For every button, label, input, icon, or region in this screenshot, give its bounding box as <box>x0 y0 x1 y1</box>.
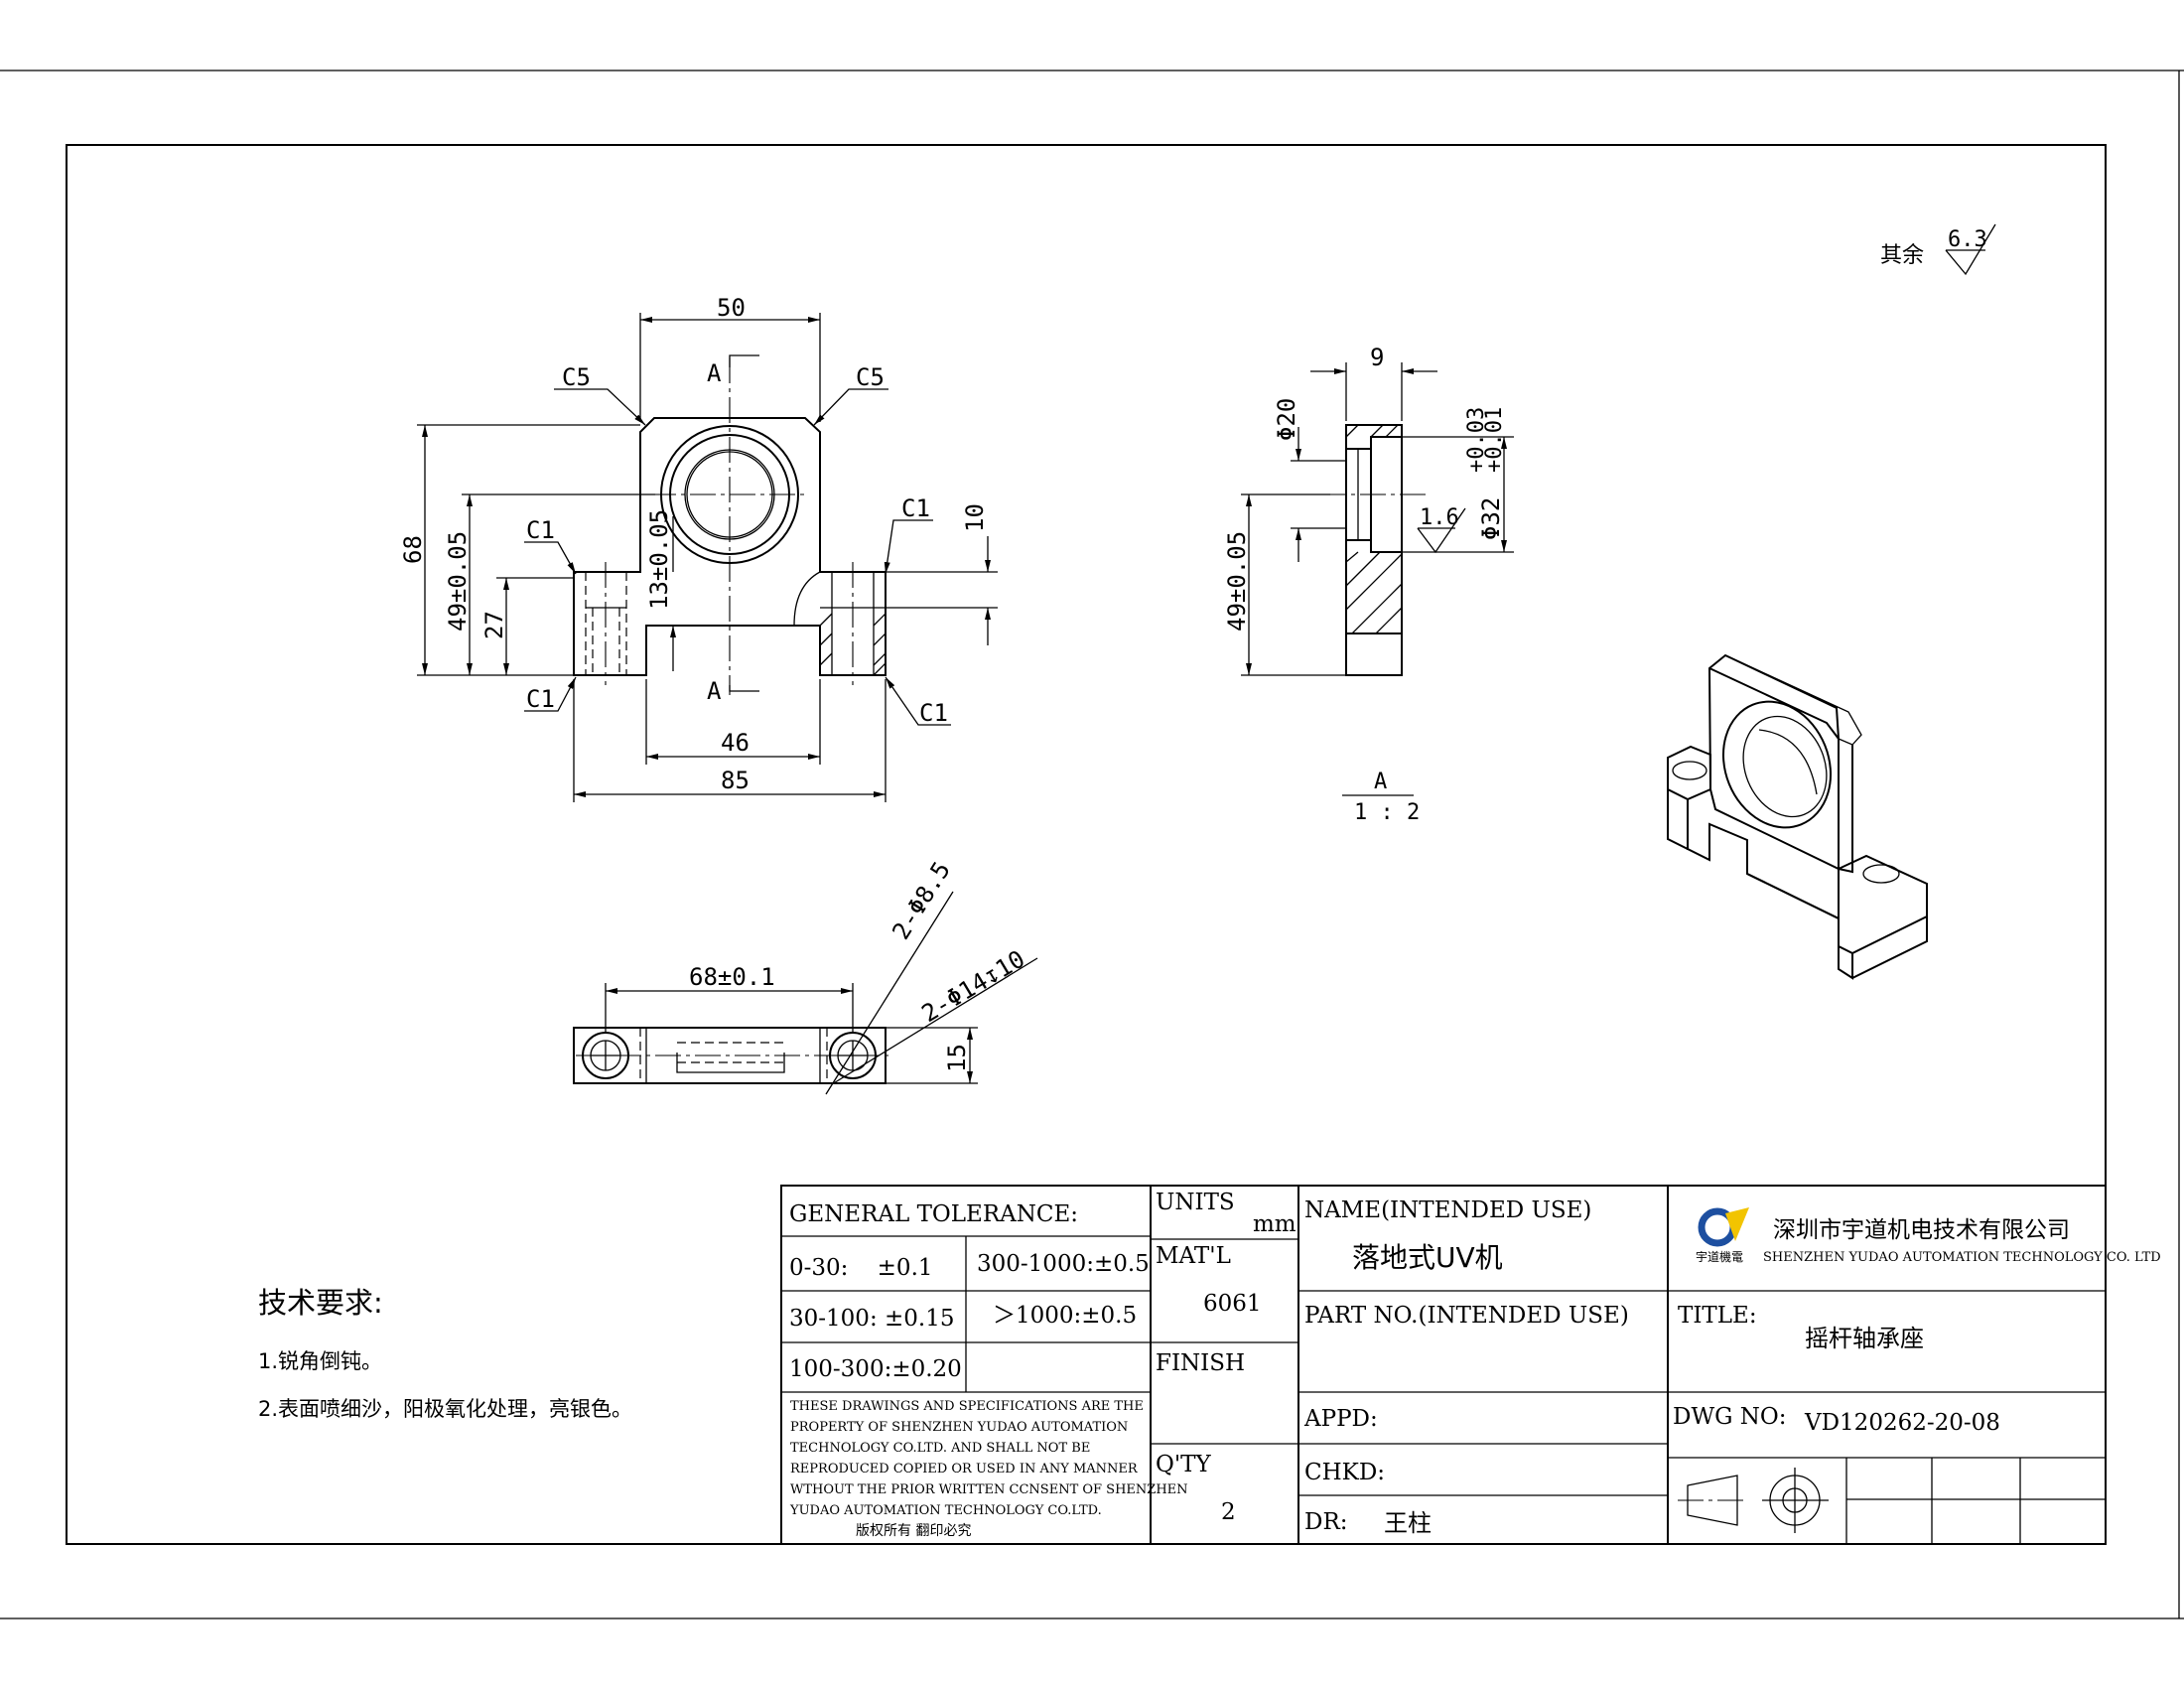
roughness-symbol <box>1945 223 1996 276</box>
section-letter-bottom: A <box>707 677 722 705</box>
dwg-no-value: VD120262-20-08 <box>1804 1410 2000 1436</box>
tech-req-item-2: 2.表面喷细沙，阳极氧化处理，亮银色。 <box>258 1397 632 1421</box>
copyright-line-4: REPRODUCED COPIED OR USED IN ANY MANNER <box>790 1462 1139 1476</box>
dim-top-width: 50 <box>717 294 746 322</box>
company-name-en: SHENZHEN YUDAO AUTOMATION TECHNOLOGY CO.… <box>1763 1250 2161 1265</box>
dwg-no-label: DWG NO: <box>1673 1404 1787 1430</box>
top-view: 68±0.1 2-Φ8.5 2-Φ14↧10 15 <box>573 857 1038 1095</box>
section-letter-top: A <box>707 359 722 387</box>
dim-shoulder: 10 <box>961 503 989 532</box>
name-value: 落地式UV机 <box>1352 1241 1503 1274</box>
copyright-line-2: PROPERTY OF SHENZHEN YUDAO AUTOMATION <box>790 1420 1128 1435</box>
section-dim-tol-lower: +0.01 <box>1482 407 1507 473</box>
dim-center-height: 49±0.05 <box>444 531 472 632</box>
section-dim-tol-upper: +0.03 <box>1464 407 1489 473</box>
chamfer-leader-c5-left: C5 <box>554 363 646 426</box>
appd-label: APPD: <box>1303 1406 1378 1432</box>
chamfer-leader-c1-bottom-left: C1 <box>524 676 577 713</box>
chamfer-c1-bottom-left: C1 <box>526 685 555 713</box>
qty-value: 2 <box>1221 1499 1236 1525</box>
copyright-line-5: WTHOUT THE PRIOR WRITTEN CCNSENT OF SHEN… <box>790 1482 1188 1497</box>
dim-total-width: 85 <box>721 767 750 794</box>
dim-bottom-gap: 13±0.05 <box>645 509 673 610</box>
chamfer-c1-bottom-right: C1 <box>919 699 948 727</box>
section-view-a: 9 Φ20 Φ32 +0.03 +0.01 1.6 49±0.05 A 1 : … <box>1223 344 1514 825</box>
chamfer-leader-c1-bottom-right: C1 <box>885 676 951 727</box>
tol-row-1-left: 0-30: ±0.1 <box>789 1255 933 1281</box>
chamfer-c5-left: C5 <box>562 363 591 391</box>
title-block: GENERAL TOLERANCE: 0-30: ±0.1 300-1000:±… <box>780 1185 2161 1545</box>
title-label: TITLE: <box>1678 1303 1757 1329</box>
title-value: 摇杆轴承座 <box>1805 1325 1924 1352</box>
finish-label: FINISH <box>1156 1350 1245 1376</box>
copyright-notice: THESE DRAWINGS AND SPECIFICATIONS ARE TH… <box>789 1399 1188 1539</box>
top-dim-counterbores: 2-Φ14↧10 <box>917 945 1030 1029</box>
chamfer-leader-c5-right: C5 <box>813 363 888 426</box>
part-no-label: PART NO.(INTENDED USE) <box>1304 1303 1629 1329</box>
chamfer-leader-c1-top-right: C1 <box>884 494 933 575</box>
material-value: 6061 <box>1203 1291 1262 1317</box>
isometric-view <box>1667 653 1928 980</box>
tol-row-3-left: 100-300:±0.20 <box>789 1356 962 1382</box>
tech-req-title: 技术要求: <box>258 1286 383 1320</box>
chamfer-c1-top-right: C1 <box>901 494 930 522</box>
tech-requirements: 技术要求: 1.锐角倒钝。 2.表面喷细沙，阳极氧化处理，亮银色。 <box>258 1286 632 1421</box>
company-name-cn: 深圳市宇道机电技术有限公司 <box>1773 1217 2070 1243</box>
section-mark-bottom: A <box>707 677 759 705</box>
section-dim-center-height: 49±0.05 <box>1223 531 1251 632</box>
top-dim-holes: 2-Φ8.5 <box>887 857 956 944</box>
sheet-border <box>0 70 2184 1619</box>
tol-row-2-left: 30-100: ±0.15 <box>789 1306 954 1332</box>
chkd-label: CHKD: <box>1304 1460 1385 1485</box>
chamfer-c1-top-left: C1 <box>526 516 555 544</box>
section-view-label: A <box>1374 770 1387 794</box>
dr-value: 王柱 <box>1384 1509 1432 1537</box>
dim-foot-height: 27 <box>480 611 508 639</box>
section-mark-top: A <box>707 354 759 387</box>
tol-row-1-right: 300-1000:±0.5 <box>977 1251 1150 1277</box>
projection-symbol-icon <box>1678 1468 1829 1533</box>
section-dim-bore: Φ20 <box>1273 398 1300 441</box>
front-view: A A 50 68 49±0.05 27 13±0.05 46 <box>399 294 998 802</box>
units-label: UNITS <box>1156 1190 1235 1215</box>
surface-roughness-note: 其余 6.3 <box>1880 223 1996 276</box>
copyright-cn: 版权所有 翻印必究 <box>856 1523 971 1539</box>
chamfer-c5-right: C5 <box>856 363 885 391</box>
top-dim-hole-spacing: 68±0.1 <box>689 963 775 991</box>
material-label: MAT'L <box>1156 1243 1231 1269</box>
company-logo: 宇道機電 <box>1693 1205 1749 1264</box>
name-label: NAME(INTENDED USE) <box>1304 1197 1591 1223</box>
logo-text: 宇道機電 <box>1696 1249 1743 1264</box>
copyright-line-6: YUDAO AUTOMATION TECHNOLOGY CO.LTD. <box>789 1503 1102 1518</box>
section-roughness: 1.6 <box>1417 505 1466 554</box>
copyright-line-1: THESE DRAWINGS AND SPECIFICATIONS ARE TH… <box>790 1399 1144 1414</box>
top-dim-thickness: 15 <box>943 1044 971 1072</box>
copyright-line-3: TECHNOLOGY CO.LTD. AND SHALL NOT BE <box>790 1441 1090 1456</box>
qty-label: Q'TY <box>1156 1452 1212 1477</box>
dim-height: 68 <box>399 535 427 564</box>
tech-req-item-1: 1.锐角倒钝。 <box>258 1349 382 1373</box>
section-dim-counterbore: Φ32 <box>1477 497 1505 540</box>
section-dim-thickness: 9 <box>1370 344 1384 371</box>
units-value: mm <box>1253 1211 1297 1237</box>
logo-mark-icon <box>1725 1207 1749 1241</box>
chamfer-leader-c1-top-left: C1 <box>524 516 577 575</box>
section-view-scale: 1 : 2 <box>1354 800 1420 825</box>
tol-row-2-right: ＞1000:±0.5 <box>993 1303 1137 1329</box>
general-tolerance-label: GENERAL TOLERANCE: <box>789 1201 1078 1227</box>
roughness-label: 其余 <box>1880 243 1924 268</box>
dim-slot-width: 46 <box>721 729 750 757</box>
dr-label: DR: <box>1304 1509 1348 1535</box>
